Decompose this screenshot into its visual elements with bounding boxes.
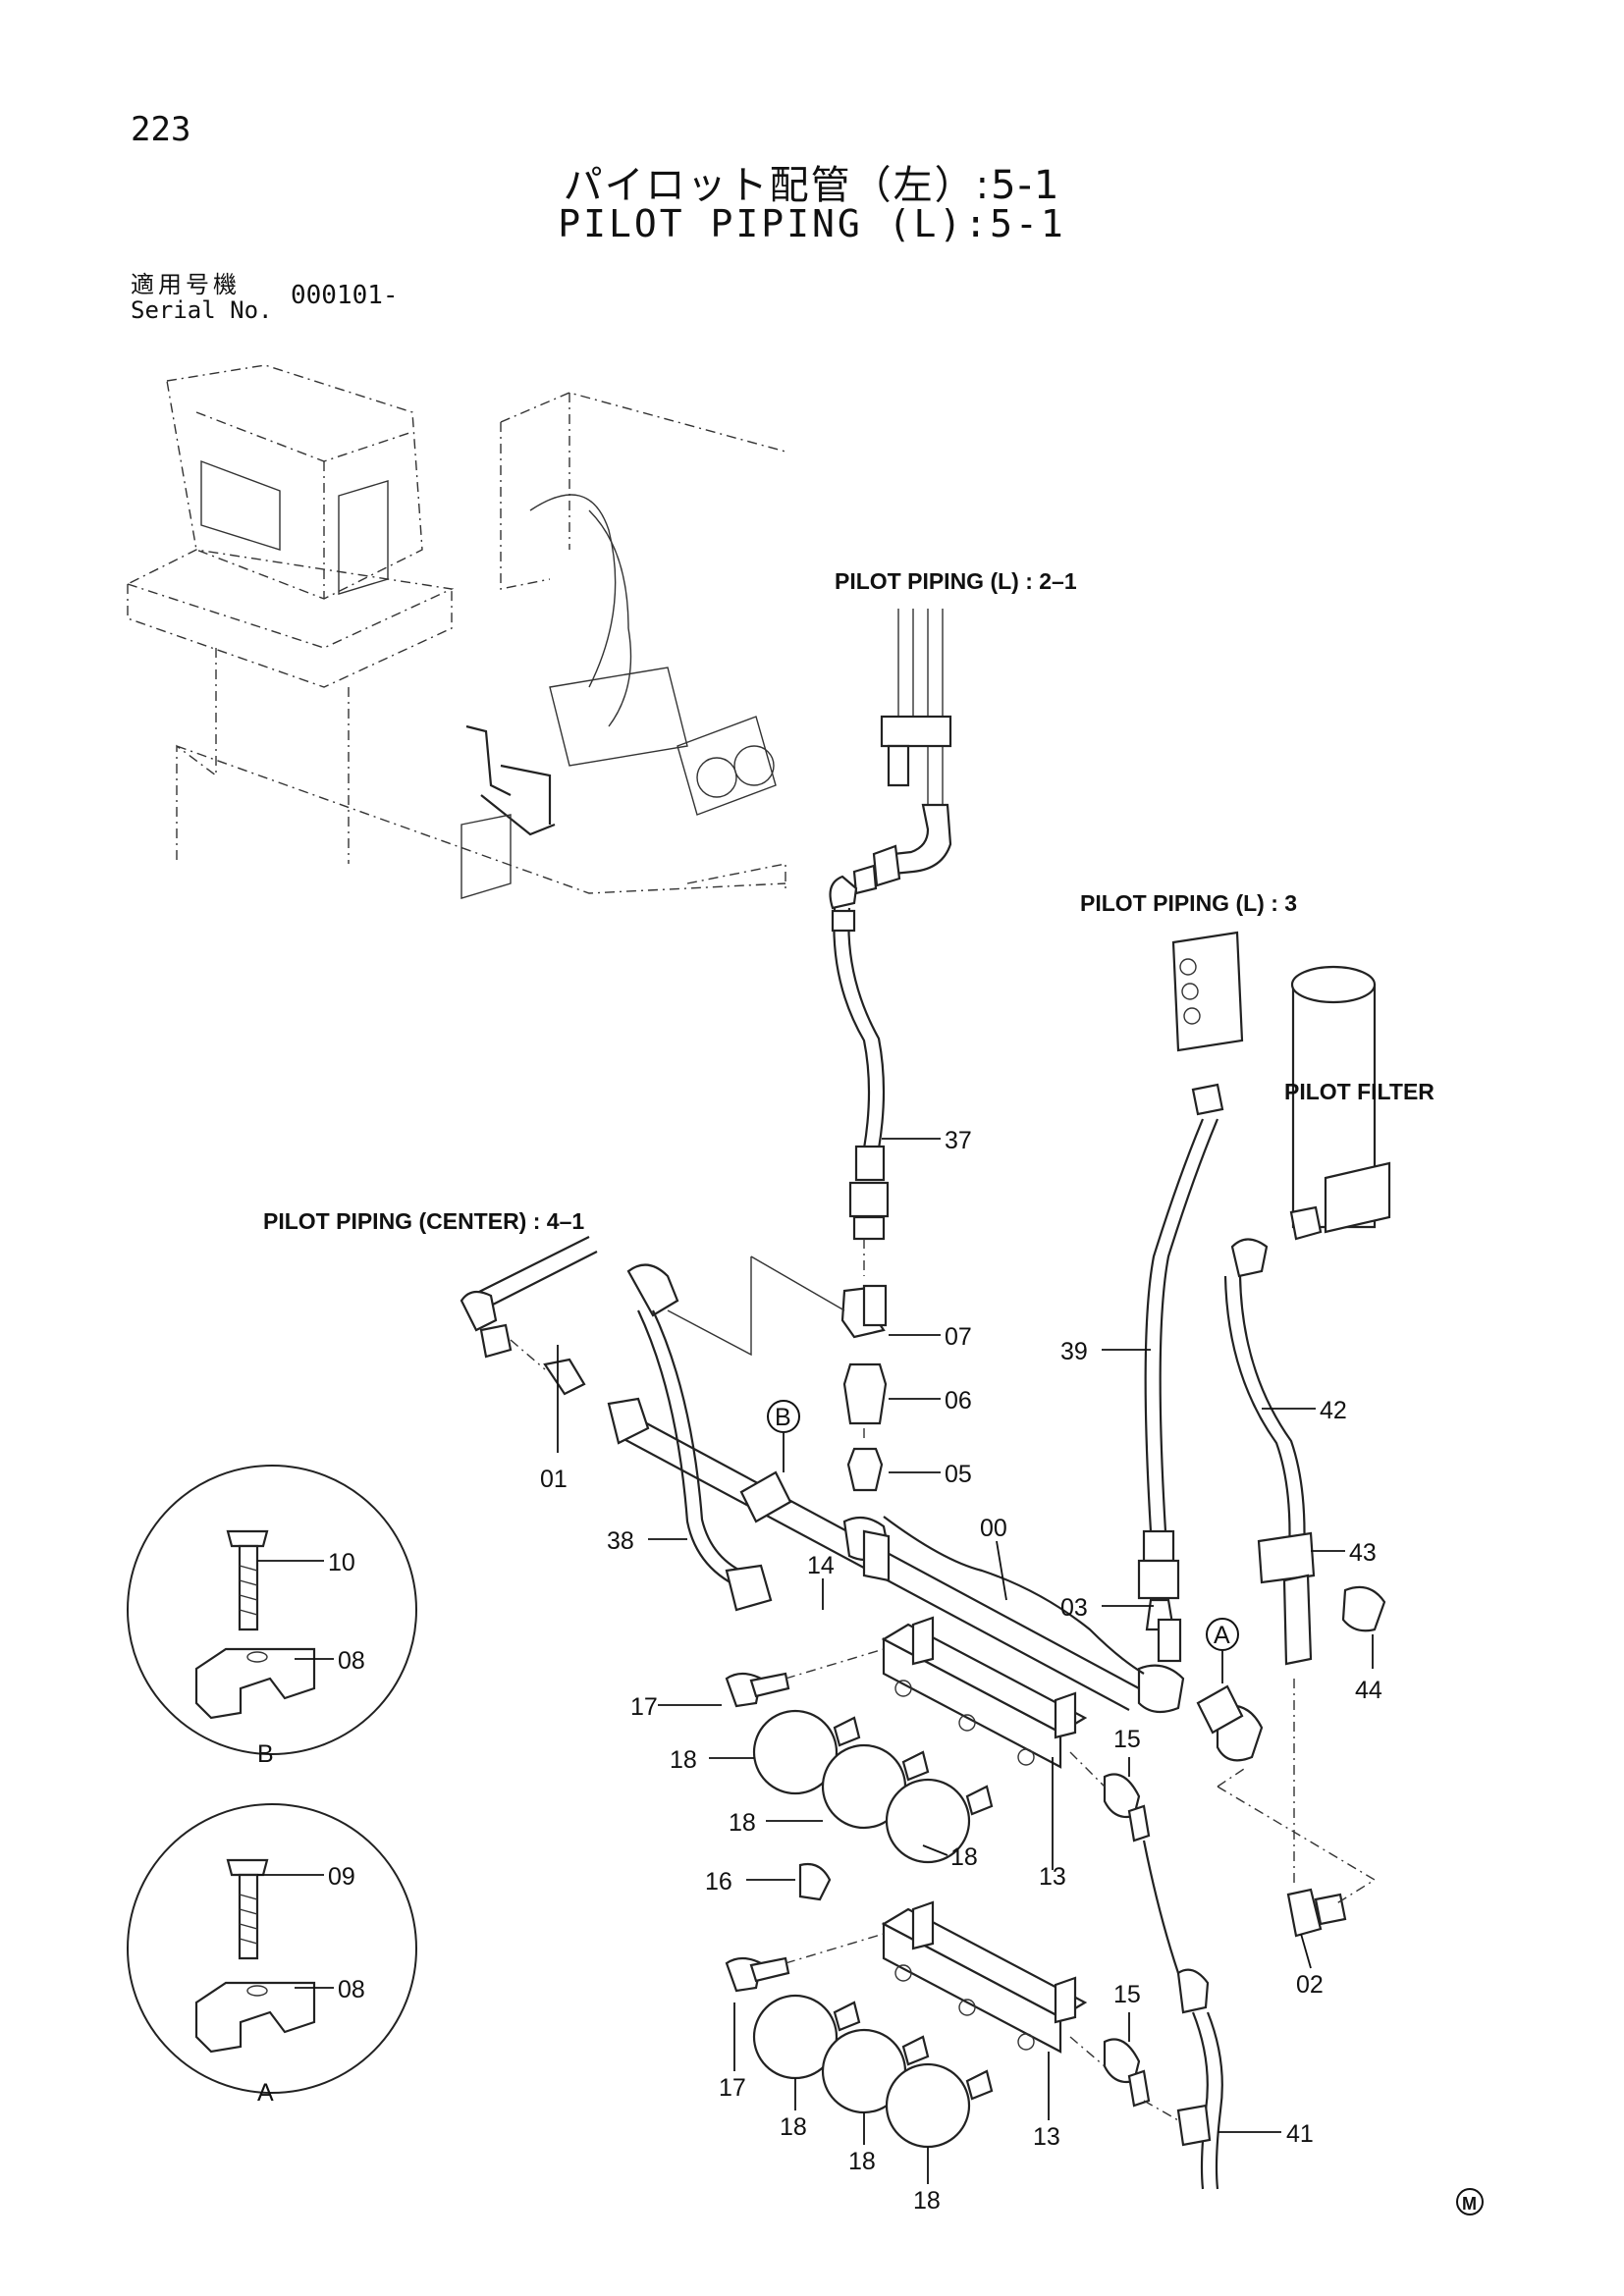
callout-15-upper: 15: [1113, 1726, 1141, 1753]
callout-18-lower-middle: 18: [848, 2148, 876, 2175]
marker-b: B: [775, 1404, 791, 1431]
title-english: PILOT PIPING (L):5-1: [558, 202, 1066, 245]
callout-08-detail-a: 08: [338, 1976, 365, 2003]
fitting-stack: [667, 1239, 888, 1492]
callout-44: 44: [1355, 1677, 1382, 1704]
callout-17-upper: 17: [630, 1693, 658, 1721]
detail-a-label: A: [257, 2079, 274, 2107]
callout-08-detail-b: 08: [338, 1647, 365, 1675]
callout-01: 01: [540, 1466, 568, 1493]
callout-10: 10: [328, 1549, 355, 1576]
main-pipe-assembly: [607, 1397, 1264, 1762]
callout-02: 02: [1296, 1971, 1324, 1999]
machine-overview-sketch: [126, 364, 786, 899]
clamp-markers: [767, 1400, 1239, 1683]
callout-42: 42: [1320, 1397, 1347, 1424]
detail-b-label: B: [257, 1740, 274, 1768]
callout-07: 07: [945, 1323, 972, 1351]
callout-14: 14: [807, 1552, 835, 1579]
callout-39: 39: [1060, 1338, 1088, 1365]
circled-m-mark: [1456, 2188, 1484, 2216]
detail-view-a: [127, 1803, 417, 2094]
ref-pilot-piping-center: PILOT PIPING (CENTER) : 4–1: [263, 1208, 584, 1234]
callout-13-upper: 13: [1039, 1863, 1066, 1891]
page-number: 223: [131, 110, 191, 149]
callout-15-lower: 15: [1113, 1981, 1141, 2008]
callout-17-lower: 17: [719, 2074, 746, 2102]
pipe-41: [1143, 1968, 1223, 2190]
detail-view-b: [127, 1465, 417, 1755]
leader-lines: [257, 1138, 1374, 2184]
callout-41: 41: [1286, 2120, 1314, 2148]
callout-38: 38: [607, 1527, 634, 1555]
callout-00: 00: [980, 1515, 1007, 1542]
callout-18-lower-right: 18: [913, 2187, 941, 2215]
callout-09: 09: [328, 1863, 355, 1891]
callout-03: 03: [1060, 1594, 1088, 1622]
title-japanese: パイロット配管（左）:5-1: [563, 163, 1061, 208]
callout-37: 37: [945, 1127, 972, 1154]
callout-13-lower: 13: [1033, 2123, 1060, 2151]
serial-label-english: Serial No.: [131, 296, 273, 324]
ref-pilot-piping-l-3: PILOT PIPING (L) : 3: [1080, 890, 1297, 916]
marker-a: A: [1214, 1622, 1230, 1649]
ref-pilot-filter: PILOT FILTER: [1284, 1079, 1435, 1104]
callout-05: 05: [945, 1461, 972, 1488]
callout-18-upper-left: 18: [670, 1746, 697, 1774]
upper-pilot-lines: [829, 609, 952, 1241]
callout-16: 16: [705, 1868, 732, 1896]
accumulator-bank-lower: [725, 1862, 1151, 2149]
ref-pilot-piping-l-2-1: PILOT PIPING (L) : 2–1: [835, 568, 1077, 594]
callout-43: 43: [1349, 1539, 1377, 1567]
serial-number-value: 000101-: [291, 281, 399, 310]
pipe-38: [626, 1263, 773, 1612]
circled-m-letter: M: [1462, 2194, 1477, 2214]
pilot-center-pipe: [460, 1236, 598, 1396]
callout-06: 06: [945, 1387, 972, 1415]
right-side-components: [1137, 931, 1391, 1938]
callout-18-lower-left: 18: [780, 2113, 807, 2141]
accumulator-bank-upper: [725, 1616, 1180, 1974]
callout-18-upper-middle: 18: [729, 1809, 756, 1837]
callout-18-upper-right: 18: [950, 1843, 978, 1871]
serial-label-japanese: 適用号機: [131, 271, 241, 298]
